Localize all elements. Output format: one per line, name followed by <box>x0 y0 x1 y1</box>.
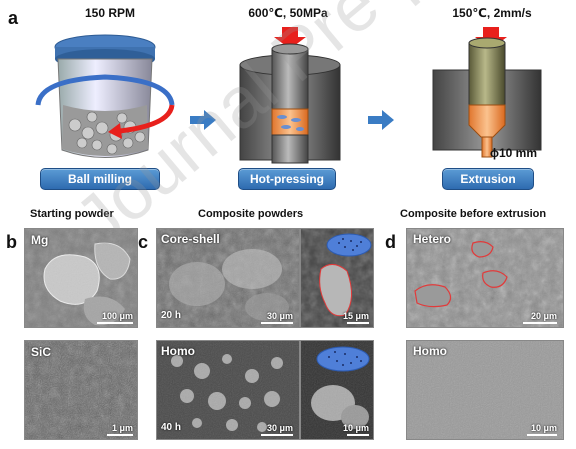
core-shell-scale-label: 30 μm <box>266 311 293 321</box>
sem-image-hetero: Hetero 20 μm <box>406 228 564 328</box>
hetero-label: Hetero <box>413 232 452 246</box>
mg-scale-bar <box>97 322 133 324</box>
homo-composite-scale-bar <box>527 434 557 436</box>
homo-powder-scale-bar <box>261 434 293 436</box>
panel-a-letter: a <box>8 8 19 28</box>
sem-inset-core-shell: 15 μm <box>300 228 374 328</box>
step-3-condition: 150℃, 2mm/s <box>452 6 532 20</box>
sic-scale-bar <box>107 434 133 436</box>
sem-image-mg: Mg 100 μm <box>24 228 138 328</box>
core-shell-scale-bar <box>261 322 293 324</box>
ball-mill-jar-illustration <box>35 34 175 158</box>
sem-image-core-shell: Core-shell 20 h 30 μm <box>156 228 300 328</box>
sem-image-homo-powder: Homo 40 h 30 μm <box>156 340 300 440</box>
starting-powder-title: Starting powder <box>30 208 114 220</box>
step-2-condition: 600℃, 50MPa <box>248 6 328 20</box>
sem-image-homo-composite: Homo 10 μm <box>406 340 564 440</box>
homo-powder-scale-label: 30 μm <box>266 423 293 433</box>
extrusion-label: Extrusion <box>442 168 534 190</box>
sem-inset-homo-powder: 10 μm <box>300 340 374 440</box>
core-shell-inset-scale-bar <box>347 322 369 324</box>
core-shell-inset-scale-label: 15 μm <box>342 311 369 321</box>
process-arrow-2 <box>368 110 394 130</box>
extrusion-diameter-label: ϕ10 mm <box>490 146 538 160</box>
core-shell-time: 20 h <box>161 310 182 321</box>
hot-pressing-label: Hot-pressing <box>238 168 336 190</box>
homo-powder-label: Homo <box>161 344 195 358</box>
panel-c-letter: c <box>138 232 149 252</box>
mg-scale-label: 100 μm <box>101 311 133 321</box>
homo-powder-inset-scale-label: 10 μm <box>342 423 369 433</box>
composite-powders-title: Composite powders <box>198 208 304 220</box>
mg-label: Mg <box>31 233 49 247</box>
panel-d-letter: d <box>385 232 396 252</box>
hot-press-die-illustration <box>239 27 341 164</box>
sem-image-sic: SiC 1 μm <box>24 340 138 440</box>
sic-scale-label: 1 μm <box>111 423 133 433</box>
hetero-scale-bar <box>523 322 557 324</box>
extrusion-die-illustration <box>432 27 542 158</box>
homo-composite-scale-label: 10 μm <box>530 423 557 433</box>
homo-powder-inset-scale-bar <box>347 434 369 436</box>
homo-composite-label: Homo <box>413 344 447 358</box>
panel-b-letter: b <box>6 232 17 252</box>
process-arrow-1 <box>190 110 216 130</box>
hetero-scale-label: 20 μm <box>530 311 557 321</box>
step-1-condition: 150 RPM <box>84 6 136 20</box>
composite-before-extrusion-title: Composite before extrusion <box>400 208 547 220</box>
homo-powder-time: 40 h <box>161 422 182 433</box>
core-shell-label: Core-shell <box>161 232 220 246</box>
ball-milling-label: Ball milling <box>40 168 160 190</box>
sic-label: SiC <box>31 345 52 359</box>
